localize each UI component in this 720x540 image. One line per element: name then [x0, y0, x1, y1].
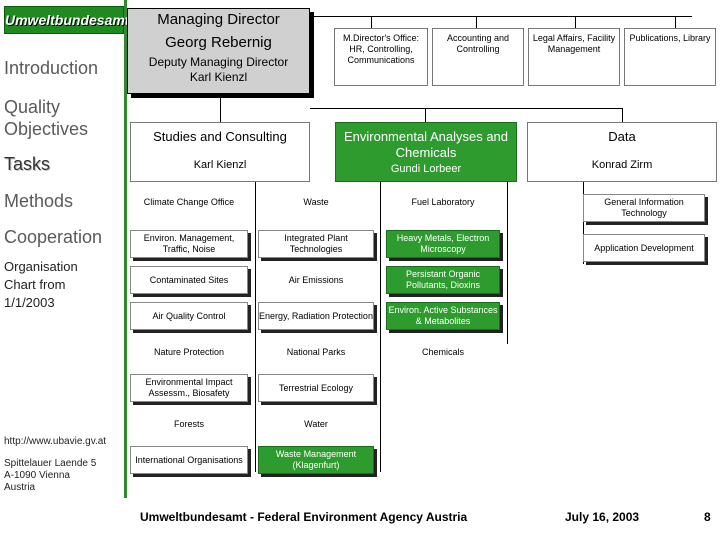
- dept-accounting: Accounting and Controlling: [432, 28, 524, 86]
- unit-water: Water: [258, 410, 374, 438]
- division-environmental-analyses: Environmental Analyses and Chemicals Gun…: [335, 122, 517, 182]
- top-connector: [310, 16, 692, 17]
- unit-air-emissions: Air Emissions: [258, 266, 374, 294]
- dept-legal-affairs: Legal Affairs, Facility Management: [528, 28, 620, 86]
- division-studies-consulting: Studies and Consulting Karl Kienzl: [130, 122, 310, 182]
- unit-heavy-metals: Heavy Metals, Electron Microscopy: [386, 230, 500, 258]
- nav-methods[interactable]: Methods: [4, 191, 74, 211]
- unit-climate-change: Climate Change Office: [130, 188, 248, 216]
- unit-contaminated-sites: Contaminated Sites: [130, 266, 248, 294]
- unit-general-it: General Information Technology: [583, 194, 705, 222]
- unit-application-development: Application Development: [583, 234, 705, 262]
- division-connector: [310, 108, 622, 109]
- unit-integrated-plant: Integrated Plant Technologies: [258, 230, 374, 258]
- unit-waste-management-klagenfurt: Waste Management (Klagenfurt): [258, 446, 374, 474]
- page-number: 8: [704, 510, 711, 524]
- address: Spittelauer Laende 5 A-1090 Vienna Austr…: [4, 458, 97, 493]
- unit-chemicals: Chemicals: [386, 338, 500, 366]
- unit-nature-protection: Nature Protection: [130, 338, 248, 366]
- website-link[interactable]: http://www.ubavie.gv.at: [4, 436, 107, 447]
- footer-date: July 16, 2003: [565, 510, 640, 524]
- sidebar: Umweltbundesamt Introduction Quality Obj…: [0, 0, 129, 498]
- unit-environ-active-substances: Environ. Active Substances & Metabolites: [386, 302, 500, 330]
- nav-tasks[interactable]: Tasks: [4, 154, 51, 174]
- unit-environ-management: Environ. Management, Traffic, Noise: [130, 230, 248, 258]
- unit-international-organisations: International Organisations: [130, 446, 248, 474]
- unit-terrestrial-ecology: Terrestrial Ecology: [258, 374, 374, 402]
- chart-date-note: Organisation Chart from 1/1/2003: [4, 259, 78, 310]
- agency-logo[interactable]: Umweltbundesamt: [4, 6, 129, 34]
- nav-cooperation[interactable]: Cooperation: [4, 227, 103, 247]
- unit-persistant-organic-pollutants: Persistant Organic Pollutants, Dioxins: [386, 266, 500, 294]
- managing-director-box: Managing Director Georg Rebernig Deputy …: [127, 8, 310, 94]
- unit-forests: Forests: [130, 410, 248, 438]
- nav-quality-objectives[interactable]: Quality Objectives: [4, 97, 89, 139]
- unit-eia-biosafety: Environmental Impact Assessm., Biosafety: [130, 374, 248, 402]
- unit-waste: Waste: [258, 188, 374, 216]
- unit-national-parks: National Parks: [258, 338, 374, 366]
- footer-organisation: Umweltbundesamt - Federal Environment Ag…: [140, 510, 468, 524]
- unit-fuel-laboratory: Fuel Laboratory: [386, 188, 500, 216]
- unit-air-quality: Air Quality Control: [130, 302, 248, 330]
- dept-directors-office: M.Director's Office: HR, Controlling, Co…: [334, 28, 428, 86]
- unit-energy-radiation: Energy, Radiation Protection: [258, 302, 374, 330]
- nav-introduction[interactable]: Introduction: [4, 58, 99, 78]
- division-data: Data Konrad Zirm: [527, 122, 717, 182]
- dept-publications: Publications, Library: [624, 28, 716, 86]
